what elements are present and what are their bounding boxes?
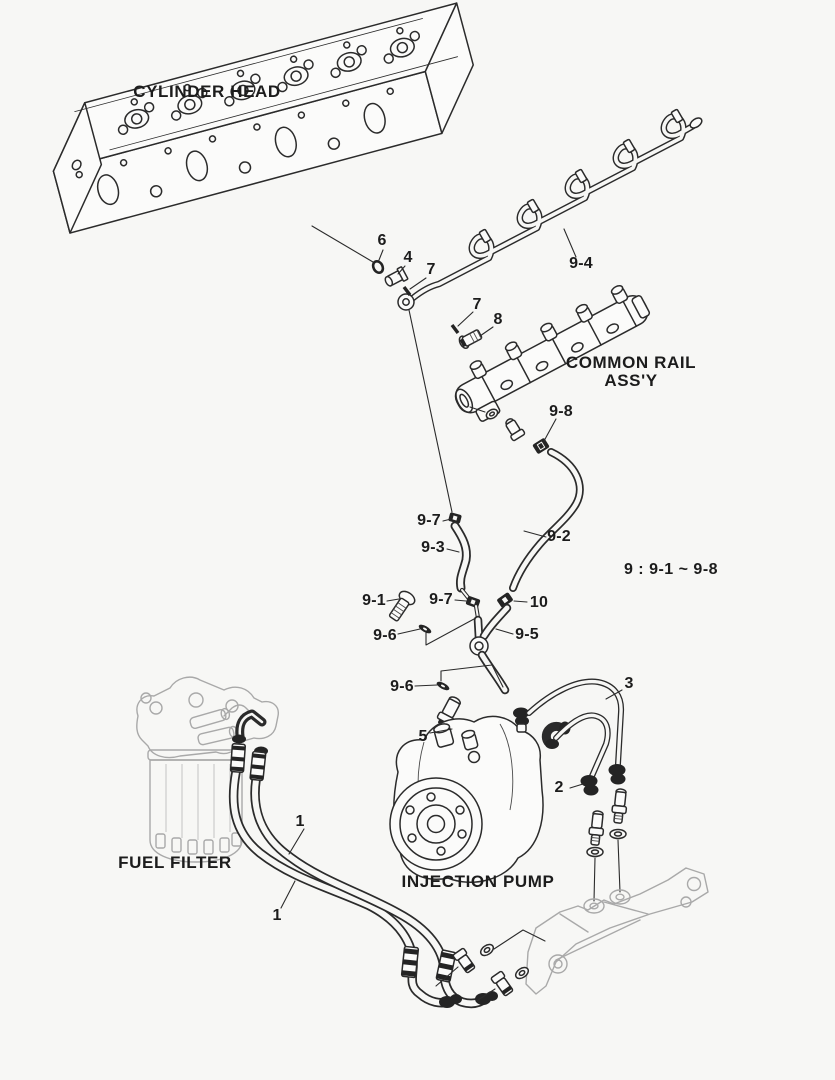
banjo-washer-2 — [514, 966, 530, 980]
callout-7a: 7 — [426, 261, 436, 278]
label-common-rail-line1: COMMON RAIL — [565, 353, 697, 372]
label-group-note: 9 : 9-1 ~ 9-8 — [623, 561, 719, 578]
pipe-nut-left — [580, 775, 599, 796]
washer-left — [586, 846, 604, 858]
bolt-9-1 — [388, 590, 416, 622]
mounting-bracket-drawing — [525, 867, 709, 995]
injection-pump-drawing — [389, 707, 571, 883]
callout-9-2: 9-2 — [547, 528, 571, 545]
cylinder-head-drawing — [52, 2, 474, 234]
callout-2: 2 — [554, 779, 564, 796]
label-common-rail-assy: COMMON RAIL ASS'Y — [566, 354, 696, 390]
banjo-fitting-2 — [490, 970, 514, 997]
rail-return-fitting-9-8 — [469, 406, 550, 454]
callout-9-1: 9-1 — [362, 592, 386, 609]
clip-9-8 — [532, 438, 550, 454]
clamp-10 — [497, 592, 513, 608]
fitting-4 — [384, 266, 409, 287]
leak-off-connector-nubs — [478, 108, 684, 244]
banjo-fitting-1 — [452, 947, 476, 974]
leak-off-pipe-9-4 — [397, 108, 703, 311]
leak-off-pipe-end-cap — [689, 117, 703, 129]
washer-9-6-upper — [418, 624, 432, 634]
callout-1a: 1 — [295, 813, 305, 830]
callout-8: 8 — [493, 311, 503, 328]
callout-7b: 7 — [472, 296, 482, 313]
common-rail-drawing — [454, 285, 651, 422]
banjo-eye — [397, 293, 415, 311]
callout-5: 5 — [418, 728, 428, 745]
callout-9-5: 9-5 — [515, 626, 539, 643]
hose-elbow-nut-b — [475, 991, 498, 1005]
label-common-rail-line2: ASS'Y — [604, 371, 658, 390]
clamp-7a — [402, 285, 412, 297]
washer-9-6-lower — [436, 681, 450, 691]
injection-pipes — [526, 678, 628, 902]
banjo-washer-1 — [479, 943, 495, 957]
pump-outlet-fitting-left — [513, 707, 529, 733]
hose-9-3 — [408, 309, 513, 608]
label-injection-pump: INJECTION PUMP — [401, 872, 555, 891]
callout-9-8: 9-8 — [549, 403, 573, 420]
callout-3: 3 — [624, 675, 634, 692]
pipe-nut-right — [608, 764, 626, 785]
bottom-banjo-fittings — [435, 929, 546, 1001]
callout-9-7b: 9-7 — [429, 591, 453, 608]
hose-9-2 — [509, 448, 584, 592]
hose-crimp-bottom-a — [400, 945, 420, 979]
hose-elbow-nut-a — [439, 994, 462, 1008]
clamp-7b — [450, 323, 460, 335]
callout-9-3: 9-3 — [421, 539, 445, 556]
callout-4: 4 — [403, 249, 413, 266]
clamp-9-7-upper — [448, 512, 462, 524]
callout-1b: 1 — [272, 907, 282, 924]
callout-9-6b: 9-6 — [390, 678, 414, 695]
o-ring-6 — [371, 259, 385, 275]
callout-9-4: 9-4 — [569, 255, 593, 272]
delivery-nipple-left — [588, 810, 605, 846]
callout-9-7a: 9-7 — [417, 512, 441, 529]
delivery-nipple-right — [611, 788, 628, 824]
callout-9-6a: 9-6 — [373, 627, 397, 644]
hose-crimp-top-b — [249, 750, 267, 782]
bolt-8 — [458, 329, 483, 350]
washer-right — [609, 828, 627, 840]
hose-crimp-top-a — [229, 742, 247, 774]
callout-leader-lines — [280, 228, 623, 909]
tee-pipe-9-5 — [469, 603, 512, 695]
callout-10: 10 — [529, 594, 549, 611]
fitting-parts-top — [311, 225, 483, 350]
callout-6: 6 — [377, 232, 387, 249]
fuel-hoses-1 — [228, 742, 498, 1009]
label-fuel-filter: FUEL FILTER — [118, 853, 232, 872]
label-cylinder-head: CYLINDER HEAD — [133, 82, 281, 101]
return-fitting — [505, 418, 526, 442]
